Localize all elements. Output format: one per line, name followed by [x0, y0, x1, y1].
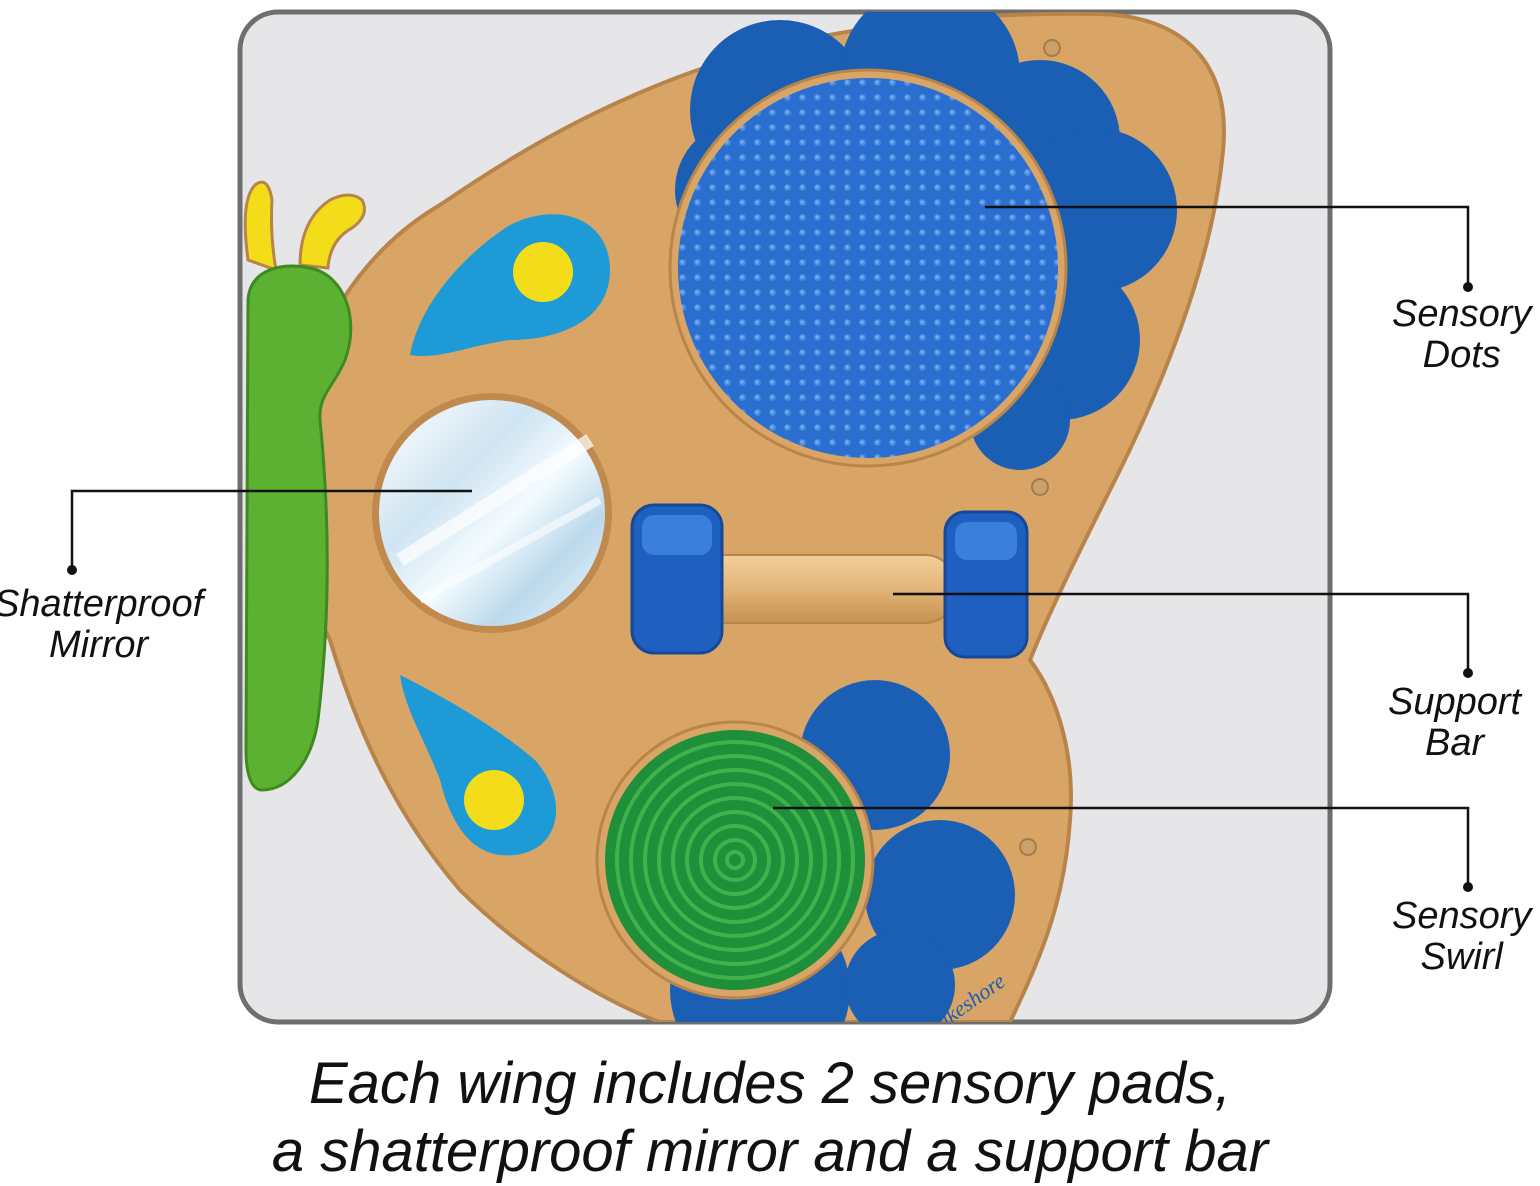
- callout-line: Sensory: [1392, 293, 1532, 335]
- callout-line: Sensory: [1392, 895, 1532, 937]
- bar-leader: [893, 592, 1470, 673]
- swirl-grooves: [615, 740, 855, 980]
- mirror-leader: [70, 489, 472, 570]
- dots-leader: [985, 205, 1470, 287]
- callout-shatterproof-mirror: Shatterproof Mirror: [0, 584, 203, 666]
- screw-heads: [1019, 39, 1061, 856]
- paisley-upper: [410, 214, 610, 357]
- callout-line: Shatterproof: [0, 583, 204, 625]
- caption-line: a shatterproof mirror and a support bar: [271, 1119, 1269, 1184]
- shatterproof-mirror: [379, 400, 605, 626]
- callout-support-bar: Support Bar: [1388, 682, 1521, 764]
- callout-line: Support: [1388, 681, 1522, 723]
- support-bar: [630, 503, 1029, 659]
- callout-line: Dots: [1422, 334, 1501, 376]
- product-illustration: Lakeshore: [67, 9, 1473, 1025]
- butterfly-body: [244, 264, 353, 792]
- callout-line: Swirl: [1420, 936, 1503, 978]
- callout-leader-lines: [70, 205, 1470, 887]
- callout-sensory-swirl: Sensory Swirl: [1392, 896, 1531, 978]
- callout-line: Mirror: [48, 624, 149, 666]
- caption-line: Each wing includes 2 sensory pads,: [308, 1051, 1232, 1116]
- paisley-lower: [400, 675, 557, 856]
- caption: Each wing includes 2 sensory pads, a sha…: [0, 1050, 1540, 1186]
- callout-line: Bar: [1424, 722, 1485, 764]
- callout-endpoints: [67, 282, 1473, 892]
- callout-sensory-dots: Sensory Dots: [1392, 294, 1531, 376]
- sensory-dots-pad: [678, 78, 1058, 458]
- swirl-leader: [773, 806, 1470, 887]
- butterfly-antennae: [243, 180, 366, 273]
